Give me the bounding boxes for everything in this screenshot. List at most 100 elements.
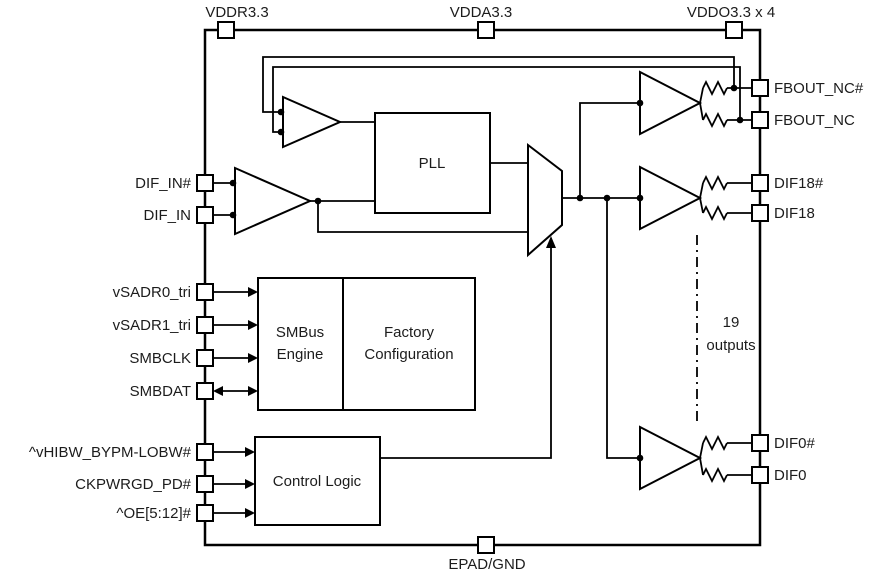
junction-dot — [730, 84, 738, 92]
arrow-up-icon — [546, 236, 556, 248]
wire-dif0-outputs — [699, 442, 752, 476]
control-logic-block — [254, 436, 381, 526]
pin-vsadr1 — [196, 316, 214, 334]
pin-hibw-bypm-lobw — [196, 443, 214, 461]
arrow-right-icon — [248, 287, 258, 297]
junction-dot — [277, 128, 285, 136]
arrow-right-icon — [248, 320, 258, 330]
resistor-icon — [702, 176, 728, 190]
smbus-label-line2: Engine — [277, 346, 324, 363]
arrow-right-icon — [245, 479, 255, 489]
wires-control-inputs — [213, 451, 246, 514]
resistor-icon — [702, 113, 728, 127]
pin-dif0-p — [751, 466, 769, 484]
blocks — [234, 70, 703, 526]
junction-dot — [736, 116, 744, 124]
resistor-icon — [702, 81, 728, 95]
pin-epad-gnd — [477, 536, 495, 554]
junction-dot — [576, 194, 584, 202]
pin-vdda33 — [477, 21, 495, 39]
pin-dif18-n — [751, 174, 769, 192]
junction-dot — [229, 211, 237, 219]
pin-label-dif18-n: DIF18# — [774, 175, 824, 192]
pin-label-dif-in-n: DIF_IN# — [135, 175, 192, 192]
input-buffer — [234, 166, 313, 236]
pin-fbout-nc-n — [751, 79, 769, 97]
feedback-buffer — [282, 95, 343, 149]
wire-mux-to-dif0buf — [606, 198, 640, 459]
junction-dot — [603, 194, 611, 202]
wire-bypass-to-mux — [317, 201, 528, 233]
pin-oe — [196, 504, 214, 522]
pin-ckpwrgd-pd — [196, 475, 214, 493]
smbus-factory-block — [257, 277, 476, 411]
pin-label-ckpwrgd: CKPWRGD_PD# — [75, 476, 192, 493]
junction-dot — [636, 194, 644, 202]
junction-dot — [277, 108, 285, 116]
fbout-output-buffer — [639, 70, 703, 136]
wire-control-to-mux-select — [380, 248, 552, 459]
pin-label-vsadr1: vSADR1_tri — [113, 317, 191, 334]
pll-block — [374, 112, 491, 214]
pin-dif-in-p — [196, 206, 214, 224]
feedback-rail-2 — [272, 66, 741, 133]
pin-label-dif-in-p: DIF_IN — [143, 207, 191, 224]
pin-label-dif0-n: DIF0# — [774, 435, 816, 452]
outputs-annotation-line1: 19 — [723, 314, 740, 331]
factory-label-line2: Configuration — [364, 346, 453, 363]
wiring — [213, 56, 752, 514]
resistor-icon — [702, 436, 728, 450]
pll-label: PLL — [419, 155, 446, 172]
pin-vddr33 — [217, 21, 235, 39]
wire-mux-to-fboutbuf — [579, 102, 640, 198]
pin-label-dif18-p: DIF18 — [774, 205, 815, 222]
junction-dot — [229, 179, 237, 187]
pin-vsadr0 — [196, 283, 214, 301]
arrow-right-icon — [245, 508, 255, 518]
pin-label-smbclk: SMBCLK — [129, 350, 191, 367]
dif18-output-buffer — [639, 165, 703, 231]
junction-dot — [636, 99, 644, 107]
arrow-right-icon — [248, 353, 258, 363]
pin-smbclk — [196, 349, 214, 367]
junction-dot — [314, 197, 322, 205]
arrow-right-icon — [248, 386, 258, 396]
pin-label-hibw: ^vHIBW_BYPM-LOBW# — [29, 444, 192, 461]
junction-dot — [636, 454, 644, 462]
pin-label-oe: ^OE[5:12]# — [116, 505, 191, 522]
pin-vddo33 — [725, 21, 743, 39]
arrow-left-icon — [213, 386, 223, 396]
pin-label-vsadr0: vSADR0_tri — [113, 284, 191, 301]
wire-fbout-outputs — [699, 87, 752, 121]
resistor-icon — [702, 206, 728, 220]
pin-label-vddr33: VDDR3.3 — [205, 4, 268, 21]
pin-dif0-n — [751, 434, 769, 452]
pin-fbout-nc-p — [751, 111, 769, 129]
wires-smbus-inputs — [213, 291, 249, 392]
labels: VDDR3.3 VDDA3.3 VDDO3.3 x 4 EPAD/GND DIF… — [29, 4, 864, 573]
pin-dif-in-n — [196, 174, 214, 192]
mux — [527, 142, 563, 258]
pin-label-vddo33: VDDO3.3 x 4 — [687, 4, 775, 21]
pin-label-smbdat: SMBDAT — [130, 383, 191, 400]
junction-dots — [229, 84, 744, 462]
pin-label-epad-gnd: EPAD/GND — [448, 556, 525, 573]
pin-label-vdda33: VDDA3.3 — [450, 4, 513, 21]
wire-dif18-outputs — [699, 182, 752, 214]
resistor-icon — [702, 468, 728, 482]
arrow-right-icon — [245, 447, 255, 457]
outputs-annotation-line2: outputs — [706, 337, 755, 354]
pin-dif18-p — [751, 204, 769, 222]
factory-label-line1: Factory — [384, 324, 435, 341]
control-logic-label: Control Logic — [273, 473, 362, 490]
pin-label-fbout-nc-n: FBOUT_NC# — [774, 80, 864, 97]
pin-label-fbout-nc-p: FBOUT_NC — [774, 112, 855, 129]
pin-smbdat — [196, 382, 214, 400]
pin-label-dif0-p: DIF0 — [774, 467, 807, 484]
pin-pads — [196, 21, 769, 554]
termination-resistors — [702, 81, 728, 482]
arrowheads — [213, 236, 556, 518]
dif0-output-buffer — [639, 425, 703, 491]
